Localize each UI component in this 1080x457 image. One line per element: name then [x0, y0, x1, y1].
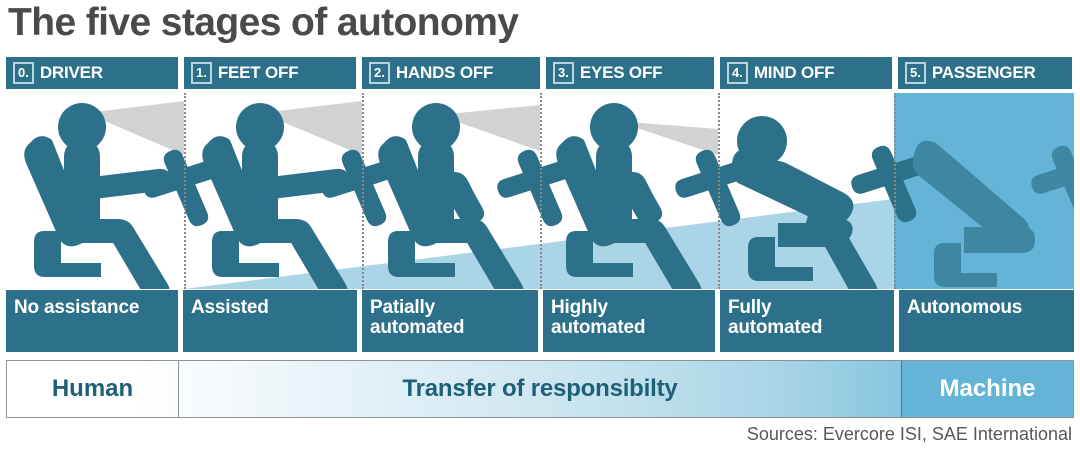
- figure-stage-0: [24, 103, 219, 289]
- descriptor-line: automated: [728, 317, 823, 338]
- descriptor-line: Patially: [370, 297, 435, 318]
- column-separator-3: [540, 93, 542, 289]
- stage-header-row: 0. DRIVER 1. FEET OFF 2. HANDS OFF 3. EY…: [6, 57, 1074, 89]
- stage-chip-0[interactable]: 0. DRIVER: [6, 57, 178, 89]
- stage-number-4: 4.: [727, 62, 748, 84]
- descriptor-line: Fully: [728, 297, 772, 318]
- descriptor-line: automated: [370, 317, 465, 338]
- stage-label-4: MIND OFF: [753, 63, 835, 82]
- stage-label-1: FEET OFF: [217, 63, 299, 82]
- responsibility-band: Human Transfer of responsibilty Machine: [6, 360, 1074, 418]
- stage-number-5: 5.: [905, 62, 926, 84]
- gaze-wedge-0: [86, 101, 184, 155]
- illustration-band: [6, 93, 1074, 289]
- descriptor-stage-5: Autonomous: [899, 290, 1074, 352]
- descriptor-line: Assisted: [191, 297, 269, 318]
- gaze-wedge-1: [261, 101, 362, 155]
- responsibility-human-label: Human: [7, 361, 179, 417]
- stage-chip-5[interactable]: 5. PASSENGER: [898, 57, 1072, 89]
- responsibility-transfer-label: Transfer of responsibilty: [402, 375, 678, 402]
- stage-number-0: 0.: [13, 62, 34, 84]
- automation-wedge: [184, 199, 894, 289]
- column-separator-5: [894, 93, 896, 289]
- stage-chip-2[interactable]: 2. HANDS OFF: [362, 57, 540, 89]
- descriptor-line: automated: [551, 317, 646, 338]
- column-separator-2: [362, 93, 364, 289]
- stage-number-1: 1.: [191, 62, 212, 84]
- figure-stage-1: [202, 103, 397, 289]
- descriptor-stage-3: Highly automated: [543, 290, 715, 352]
- stage-number-3: 3.: [553, 62, 574, 84]
- gaze-wedge-3: [616, 121, 718, 155]
- gaze-wedge-2: [438, 105, 540, 151]
- stage-chip-3[interactable]: 3. EYES OFF: [546, 57, 714, 89]
- descriptor-row: No assistance Assisted Patially automate…: [6, 290, 1074, 352]
- page-title: The five stages of autonomy: [8, 1, 519, 44]
- descriptor-line: Autonomous: [907, 297, 1023, 318]
- stage-label-3: EYES OFF: [579, 63, 663, 82]
- stage-illustrations: [24, 93, 1074, 289]
- descriptor-stage-0: No assistance: [6, 290, 178, 352]
- descriptor-line: No assistance: [14, 297, 140, 318]
- sources-note: Sources: Evercore ISI, SAE International: [746, 424, 1072, 444]
- stage-number-2: 2.: [369, 62, 390, 84]
- responsibility-machine-label: Machine: [901, 361, 1073, 417]
- column-separator-4: [718, 93, 720, 289]
- descriptor-stage-1: Assisted: [183, 290, 357, 352]
- descriptor-line: Highly: [551, 297, 608, 318]
- column-separator-1: [184, 93, 186, 289]
- stage-label-5: PASSENGER: [931, 63, 1036, 82]
- descriptor-stage-2: Patially automated: [362, 290, 538, 352]
- stage-label-0: DRIVER: [39, 63, 103, 82]
- descriptor-stage-4: Fully automated: [720, 290, 894, 352]
- stage-chip-1[interactable]: 1. FEET OFF: [184, 57, 356, 89]
- stage-label-2: HANDS OFF: [395, 63, 494, 82]
- stage-chip-4[interactable]: 4. MIND OFF: [720, 57, 892, 89]
